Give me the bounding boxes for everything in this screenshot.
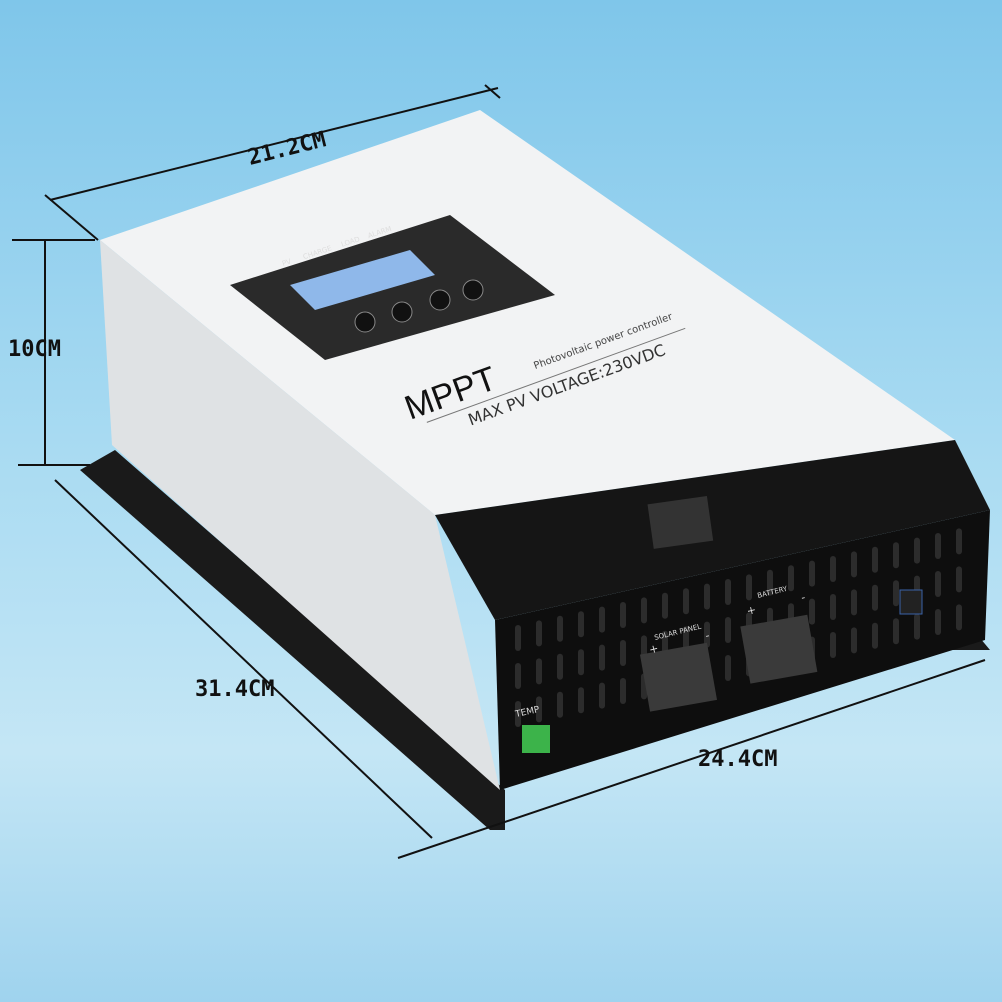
communication-port: [899, 589, 923, 615]
vent-slot: [872, 546, 878, 573]
vent-slot: [515, 701, 521, 727]
vent-slot: [725, 579, 731, 605]
vent-slot: [956, 604, 962, 631]
vent-slot: [557, 615, 563, 642]
vent-slot: [914, 613, 920, 640]
vent-slot: [830, 556, 836, 582]
vent-slot: [956, 528, 962, 555]
vent-slot: [935, 533, 941, 559]
dimension-lines: [12, 84, 986, 859]
vent-slot: [515, 663, 521, 689]
vent-slot: [851, 551, 857, 578]
vent-slot: [599, 644, 605, 671]
vent-slot: [935, 571, 941, 597]
front-cover: [435, 440, 990, 620]
vent-slot: [557, 653, 563, 680]
vent-slot: [578, 687, 584, 714]
confirm-button[interactable]: [462, 279, 484, 301]
indicator-pv: PV: [281, 257, 292, 267]
vent-slot: [620, 640, 626, 666]
dimension-front-width: 24.4CM: [698, 747, 777, 772]
vent-slot: [893, 618, 899, 645]
lcd-screen: [290, 250, 435, 310]
vent-slot: [536, 696, 542, 723]
vent-slot: [893, 542, 899, 569]
vent-slot: [683, 626, 689, 653]
mounting-bracket: [80, 450, 505, 830]
solar-minus: -: [704, 629, 711, 643]
vent-slot: [704, 583, 710, 610]
device-top-face: [100, 110, 955, 515]
vent-slot: [809, 598, 815, 625]
vent-slot: [515, 625, 521, 651]
dimension-height: 10CM: [8, 337, 61, 362]
vent-slot: [935, 609, 941, 635]
vent-slot: [893, 580, 899, 607]
device-side-face: [100, 240, 500, 790]
lcd-panel: [230, 215, 555, 360]
battery-plus: +: [745, 603, 757, 618]
vent-slot: [725, 655, 731, 681]
vent-slot: [830, 594, 836, 620]
battery-minus: -: [800, 591, 807, 605]
vent-slot: [599, 682, 605, 709]
vent-slot: [851, 627, 857, 654]
solar-panel-terminal: [639, 642, 718, 712]
vent-slot: [746, 574, 752, 601]
vent-slot: [956, 566, 962, 593]
solar-plus: +: [648, 642, 660, 657]
dimension-width: 21.2CM: [245, 127, 328, 170]
esc-button[interactable]: [354, 311, 376, 333]
vent-slot: [641, 597, 647, 624]
cover-connector: [647, 496, 714, 549]
control-buttons: [354, 279, 484, 333]
vent-slot: [872, 622, 878, 649]
vent-slot: [620, 602, 626, 628]
vent-slot: [830, 632, 836, 658]
up-button[interactable]: [391, 301, 413, 323]
vent-slot: [662, 592, 668, 619]
front-panel: [495, 510, 990, 790]
vent-slot: [578, 649, 584, 676]
battery-terminal: [740, 614, 818, 684]
vent-slot: [578, 611, 584, 638]
vent-slot: [767, 569, 773, 596]
vent-slot: [536, 620, 542, 647]
vent-slot: [872, 584, 878, 611]
vent-slot: [683, 588, 689, 615]
temp-connector: [522, 725, 550, 753]
vent-slot: [599, 606, 605, 633]
vent-slot: [536, 658, 542, 685]
vent-slot: [809, 560, 815, 587]
vent-slot: [620, 678, 626, 704]
vent-slot: [704, 621, 710, 648]
vent-slot: [914, 537, 920, 564]
vent-slot: [725, 617, 731, 643]
vent-slot: [851, 589, 857, 616]
vent-slot: [788, 565, 794, 592]
vent-slot: [557, 691, 563, 718]
down-button[interactable]: [429, 289, 451, 311]
dimension-depth: 31.4CM: [195, 677, 274, 702]
